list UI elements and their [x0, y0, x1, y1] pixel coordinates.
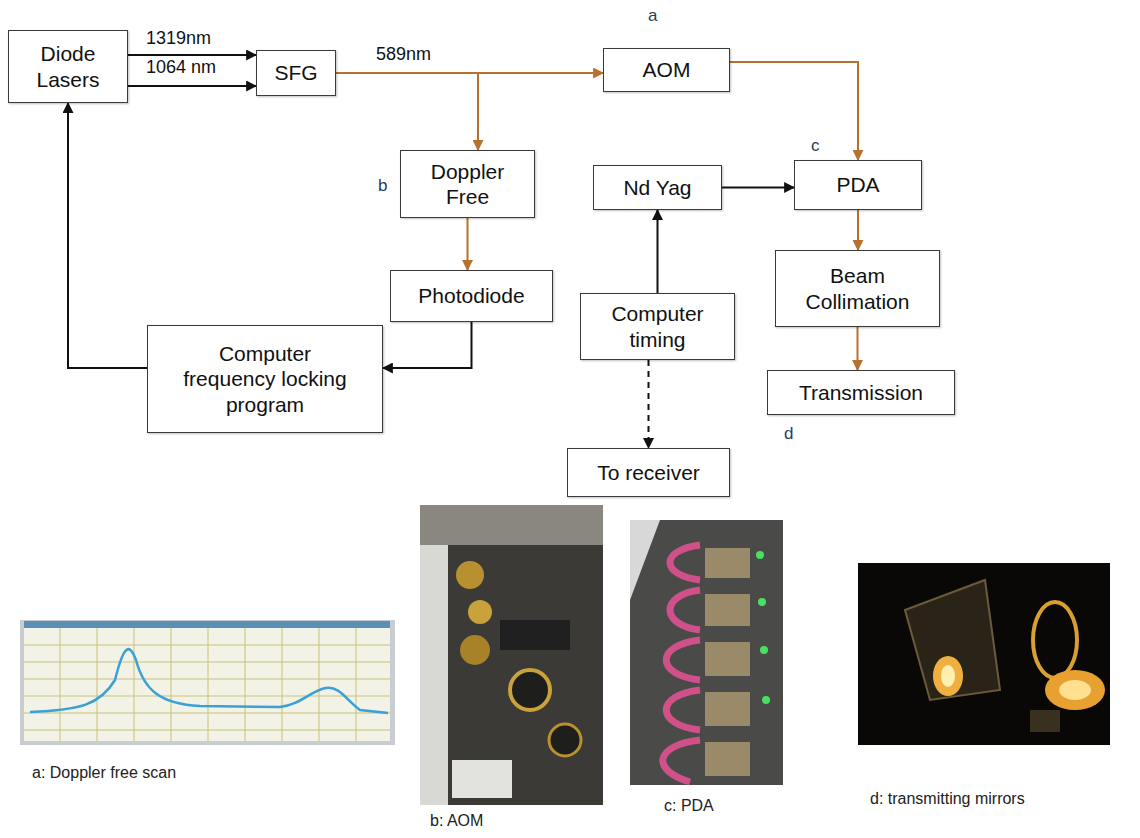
doppler-scan-photo: [20, 620, 395, 745]
scan-curve: [30, 649, 388, 713]
connector-arrow: [857, 210, 859, 250]
process-box: Computer timing: [580, 293, 735, 360]
connector-arrow: [128, 85, 256, 87]
process-box: AOM: [603, 48, 730, 92]
pda-housing: [630, 520, 783, 785]
connector-arrow: [722, 187, 794, 189]
screen-bezel: [20, 620, 395, 745]
photo-caption: a: Doppler free scan: [32, 764, 176, 782]
pda-photo: [630, 520, 783, 785]
box-text: AOM: [643, 57, 691, 82]
green-leds: [756, 551, 770, 704]
callout-letter: d: [784, 424, 793, 444]
connector-arrow: [128, 54, 256, 56]
connector-arrow: [730, 62, 858, 160]
mirror-glow: [1059, 680, 1091, 700]
box-text: Computer timing: [593, 301, 723, 351]
window-bar: [24, 621, 390, 628]
callout-letter: c: [811, 136, 820, 156]
box-text: Diode Lasers: [16, 41, 121, 91]
gold-mount: [456, 561, 484, 589]
box-text: Doppler Free: [413, 159, 523, 209]
aom-wall: [420, 545, 448, 805]
process-box: SFG: [256, 50, 336, 96]
box-text: PDA: [836, 172, 879, 197]
process-box: Diode Lasers: [8, 30, 128, 103]
wavelength-label: 1319nm: [145, 28, 212, 49]
photo-caption: b: AOM: [430, 812, 483, 830]
callout-letter: a: [648, 6, 657, 26]
gold-mount: [468, 600, 492, 624]
lens-mount: [510, 670, 550, 710]
process-box: Nd Yag: [593, 165, 722, 210]
mirror-mount: [905, 580, 1000, 700]
process-box: Beam Collimation: [775, 250, 940, 327]
aom-lid: [420, 505, 603, 545]
wavelength-label: 589nm: [375, 44, 432, 65]
box-text: Nd Yag: [623, 175, 691, 200]
scan-grid: [24, 628, 390, 741]
photo-caption: c: PDA: [664, 797, 714, 815]
process-box: Photodiode: [390, 270, 553, 322]
aom-housing: [420, 505, 603, 805]
pda-edge: [630, 520, 660, 600]
process-box: Doppler Free: [400, 150, 535, 218]
connector-arrow: [857, 327, 859, 370]
mirror-ring: [1033, 602, 1077, 678]
cell-blocks: [705, 548, 750, 776]
box-text: To receiver: [597, 460, 700, 485]
process-box: PDA: [794, 160, 922, 210]
connector-arrow: [383, 322, 472, 368]
aom-photo: [420, 505, 603, 805]
process-box: Computer frequency locking program: [147, 325, 383, 433]
box-text: Beam Collimation: [788, 263, 928, 313]
mirror-glow: [1045, 670, 1105, 710]
connector-arrow: [657, 210, 659, 293]
gold-mount: [460, 635, 490, 665]
mirror-glow: [941, 665, 955, 687]
scan-panel: [24, 628, 390, 741]
photo-caption: d: transmitting mirrors: [870, 790, 1025, 808]
box-text: SFG: [274, 60, 317, 85]
wavelength-label: 1064 nm: [145, 57, 217, 78]
box-text: Photodiode: [418, 283, 524, 308]
aom-crystal: [500, 620, 570, 650]
pink-tubes: [663, 545, 700, 782]
process-box: Transmission: [767, 370, 955, 415]
connector-arrow: [68, 103, 147, 368]
process-box: To receiver: [567, 448, 730, 497]
connector-arrow: [336, 73, 478, 150]
connector-arrow: [467, 218, 469, 270]
mirror-photo: [858, 563, 1110, 745]
aom-label-plate: [452, 760, 512, 798]
box-text: Transmission: [799, 380, 923, 405]
box-text: Computer frequency locking program: [175, 341, 355, 417]
connector-arrow: [648, 360, 650, 448]
mirror-base: [1030, 710, 1060, 732]
lens-mount: [549, 724, 581, 756]
mirror-glow: [933, 656, 963, 696]
mirror-background: [858, 563, 1110, 745]
callout-letter: b: [378, 176, 387, 196]
